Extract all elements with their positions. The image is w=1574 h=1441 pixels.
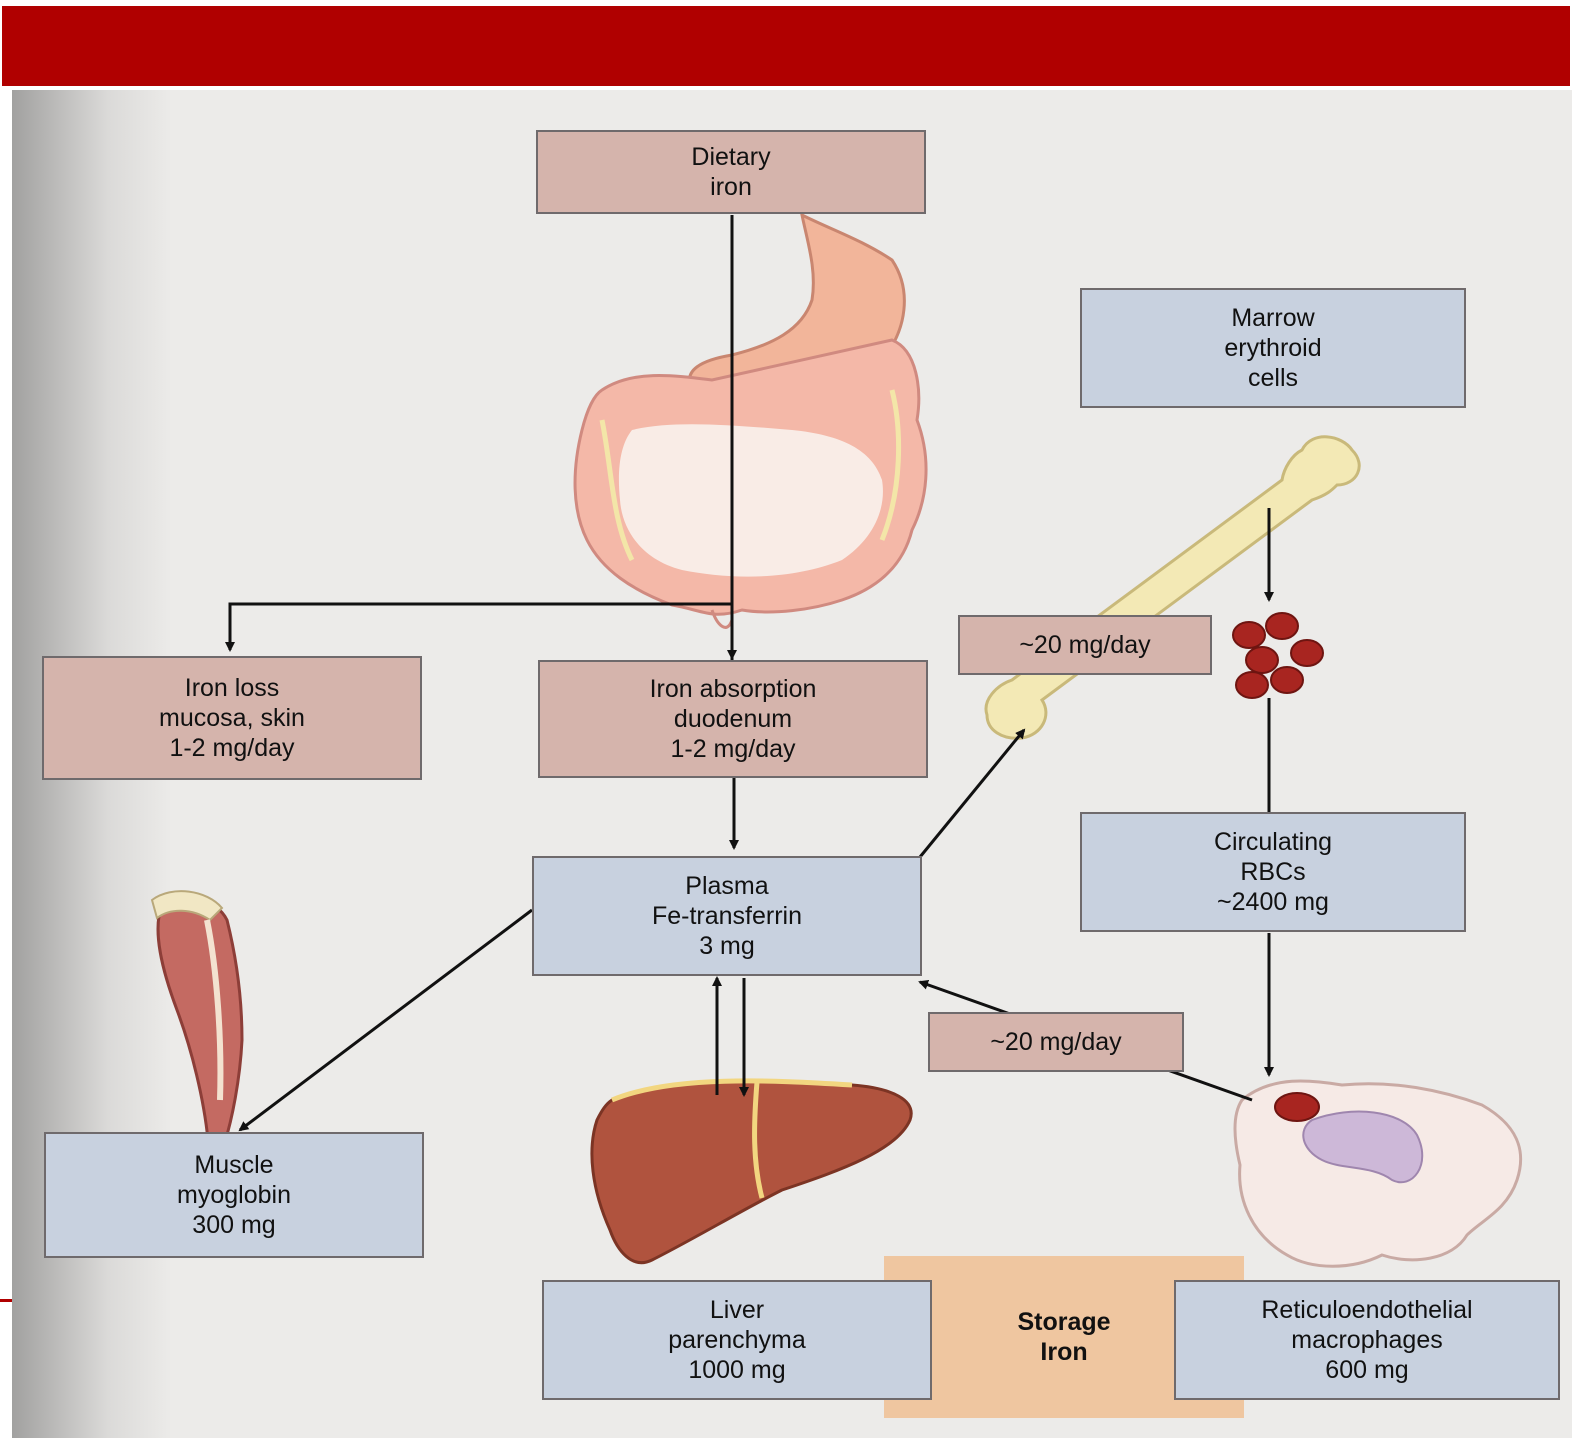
rate-bottom-label: ~20 mg/day: [990, 1027, 1121, 1057]
arrow-to-iron-loss: [230, 604, 732, 650]
dietary-iron-label: Dietary iron: [691, 142, 770, 202]
iron-absorption-box: Iron absorption duodenum 1-2 mg/day: [538, 660, 928, 778]
macrophage-illustration: [1235, 1081, 1521, 1266]
liver-parenchyma-box: Liver parenchyma 1000 mg: [542, 1280, 932, 1400]
arrow-plasma-to-marrow: [920, 730, 1024, 857]
iron-absorption-label: Iron absorption duodenum 1-2 mg/day: [650, 674, 817, 764]
muscle-myoglobin-box: Muscle myoglobin 300 mg: [44, 1132, 424, 1258]
textbook-page: Dietary iron Marrow erythroid cells Iron…: [12, 90, 1572, 1438]
plasma-transferrin-box: Plasma Fe-transferrin 3 mg: [532, 856, 922, 976]
liver-parenchyma-label: Liver parenchyma 1000 mg: [668, 1295, 806, 1385]
arrow-plasma-to-muscle: [240, 910, 532, 1130]
storage-iron-label: Storage Iron: [1017, 1307, 1110, 1367]
circulating-rbcs-label: Circulating RBCs ~2400 mg: [1214, 827, 1332, 917]
red-blood-cells-illustration: [1233, 613, 1323, 698]
marrow-erythroid-label: Marrow erythroid cells: [1224, 303, 1321, 393]
reticuloendothelial-box: Reticuloendothelial macrophages 600 mg: [1174, 1280, 1560, 1400]
rate-bottom-box: ~20 mg/day: [928, 1012, 1184, 1072]
muscle-myoglobin-label: Muscle myoglobin 300 mg: [177, 1150, 291, 1240]
plasma-transferrin-label: Plasma Fe-transferrin 3 mg: [652, 871, 802, 961]
liver-illustration: [592, 1081, 911, 1263]
circulating-rbcs-box: Circulating RBCs ~2400 mg: [1080, 812, 1466, 932]
marrow-erythroid-box: Marrow erythroid cells: [1080, 288, 1466, 408]
rate-top-label: ~20 mg/day: [1019, 630, 1150, 660]
dietary-iron-box: Dietary iron: [536, 130, 926, 214]
reticuloendothelial-label: Reticuloendothelial macrophages 600 mg: [1261, 1295, 1472, 1385]
iron-loss-box: Iron loss mucosa, skin 1-2 mg/day: [42, 656, 422, 780]
iron-loss-label: Iron loss mucosa, skin 1-2 mg/day: [159, 673, 305, 763]
header-bar: [2, 6, 1570, 86]
rate-top-box: ~20 mg/day: [958, 615, 1212, 675]
bone-illustration: [986, 437, 1359, 738]
stomach-intestine-illustration: [575, 215, 926, 627]
